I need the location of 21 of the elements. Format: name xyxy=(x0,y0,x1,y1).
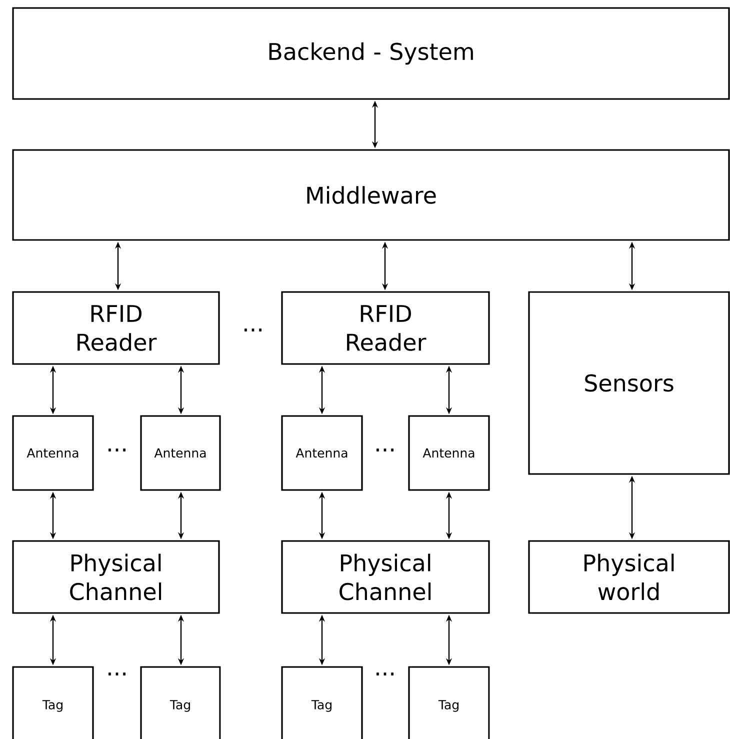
ellipsis: ... xyxy=(376,672,394,676)
antenna-box: Antenna xyxy=(408,415,490,491)
world-box: Physical world xyxy=(528,540,730,614)
ellipsis: ... xyxy=(244,328,262,332)
ellipsis: ... xyxy=(376,448,394,452)
tag-box: Tag xyxy=(408,666,490,739)
tag-box: Tag xyxy=(281,666,363,739)
sensor-box: Sensors xyxy=(528,291,730,475)
tag-box: Tag xyxy=(12,666,94,739)
antenna-box: Antenna xyxy=(12,415,94,491)
ellipsis: ... xyxy=(108,448,126,452)
tag-box: Tag xyxy=(140,666,221,739)
channel-box: Physical Channel xyxy=(12,540,220,614)
ellipsis: ... xyxy=(108,672,126,676)
reader-box: RFID Reader xyxy=(281,291,490,365)
system-box: Middleware xyxy=(12,149,730,241)
antenna-box: Antenna xyxy=(281,415,363,491)
system-box: Backend - System xyxy=(12,7,730,100)
reader-box: RFID Reader xyxy=(12,291,220,365)
channel-box: Physical Channel xyxy=(281,540,490,614)
antenna-box: Antenna xyxy=(140,415,221,491)
